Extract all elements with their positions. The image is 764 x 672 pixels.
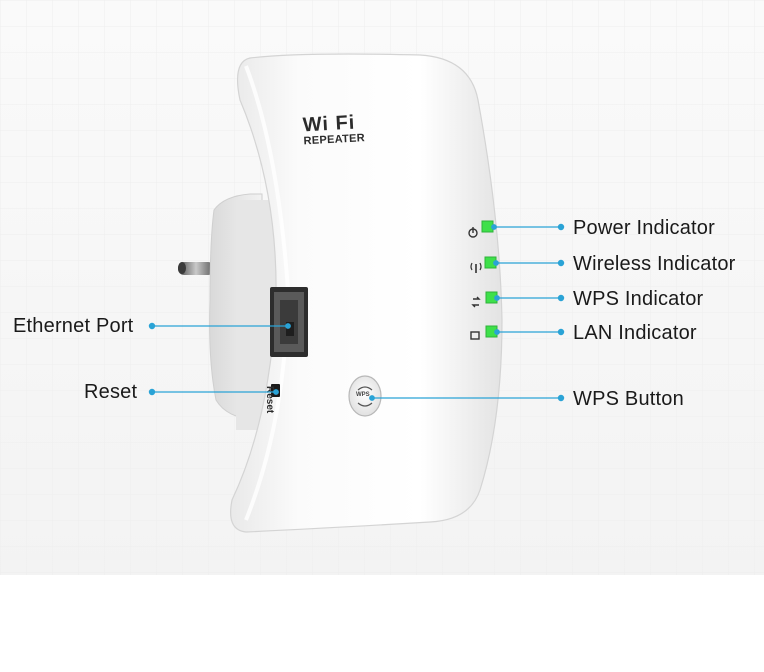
callout-line-wps-button — [369, 394, 565, 402]
label-power-indicator: Power Indicator — [573, 217, 715, 239]
callout-line-ethernet — [148, 322, 291, 330]
lan-icon — [470, 331, 480, 340]
label-lan-indicator: LAN Indicator — [573, 322, 697, 344]
repeater-body — [230, 53, 503, 533]
callout-line-wps-indicator — [494, 294, 565, 302]
callout-line-power — [491, 223, 565, 231]
wps-icon — [471, 296, 481, 308]
label-wireless-indicator: Wireless Indicator — [573, 253, 736, 275]
power-icon — [468, 227, 478, 238]
ethernet-port — [270, 287, 308, 357]
callout-line-lan — [494, 328, 565, 336]
label-reset: Reset — [84, 381, 138, 403]
callout-line-wireless — [493, 259, 565, 267]
label-ethernet-port: Ethernet Port — [13, 315, 134, 337]
label-wps-indicator: WPS Indicator — [573, 288, 704, 310]
callout-line-reset — [148, 388, 279, 396]
plug-pin — [178, 262, 214, 275]
wps-button — [348, 375, 382, 417]
wireless-icon — [470, 262, 482, 273]
wps-button-text: WPS — [356, 392, 370, 398]
label-wps-button: WPS Button — [573, 388, 684, 410]
